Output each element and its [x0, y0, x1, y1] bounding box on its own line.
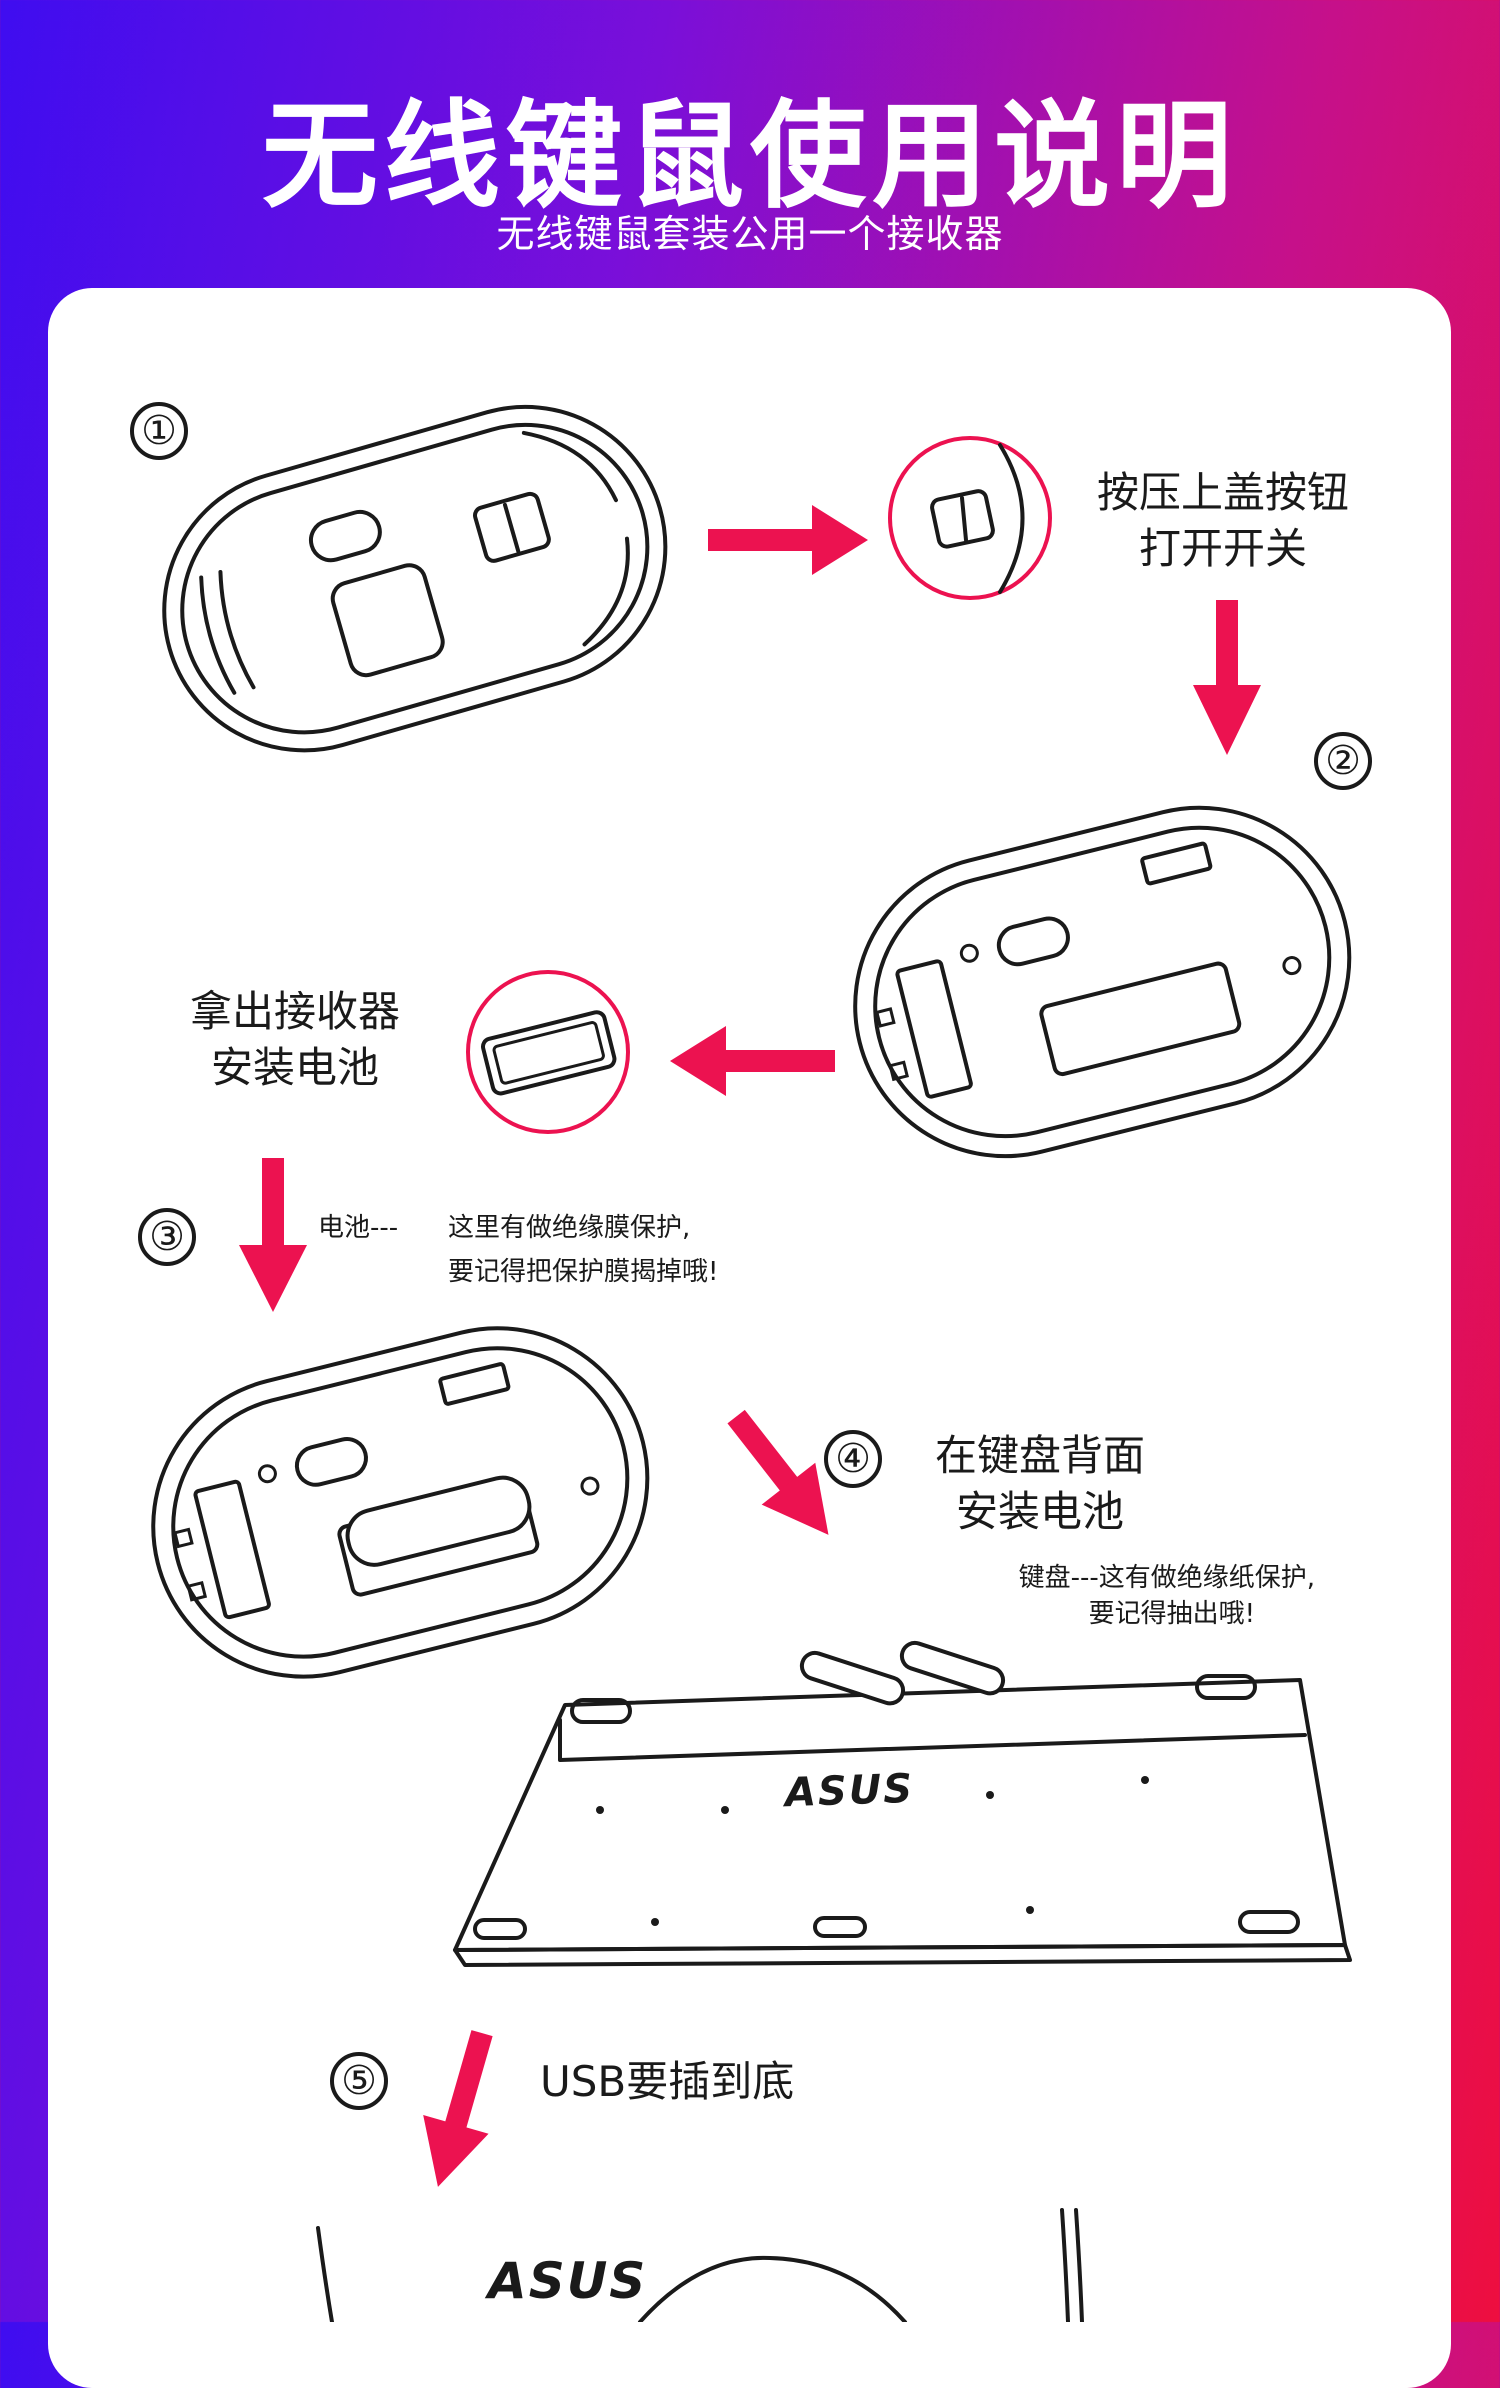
step-2-text: 拿出接收器 安装电池: [155, 984, 435, 1096]
instruction-illustrations: .ln { fill: none; stroke: #1a1a1a; strok…: [0, 0, 1500, 2322]
usb-receiver-illustration: [318, 2210, 1082, 2322]
step-3-number: ③: [138, 1208, 196, 1266]
step-3-note: 这里有做绝缘膜保护, 要记得把保护膜揭掉哦!: [448, 1210, 718, 1290]
arrow-right-step1: [708, 505, 868, 575]
step-5-text: USB要插到底: [540, 2054, 794, 2110]
mouse-bottom-step1: [131, 374, 698, 784]
step-4-text: 在键盘背面 安装电池: [905, 1428, 1175, 1540]
mouse-battery-step3: [121, 1296, 679, 1708]
step-4-number: ④: [824, 1430, 882, 1488]
arrow-diagonal-step5: [405, 2024, 514, 2197]
step-4-line-1: 在键盘背面: [905, 1428, 1175, 1484]
step-3-note-line-1: 这里有做绝缘膜保护,: [448, 1210, 718, 1246]
step-5-number: ⑤: [330, 2052, 388, 2110]
step-3-note-label: 电池---: [318, 1210, 398, 1246]
step-1-number: ①: [130, 402, 188, 460]
step-4-line-2: 安装电池: [905, 1484, 1175, 1540]
step-1-text: 按压上盖按钮 打开开关: [1068, 465, 1378, 577]
step-1-line-1: 按压上盖按钮: [1068, 465, 1378, 521]
step-1-line-2: 打开开关: [1068, 521, 1378, 577]
asus-logo-keyboard: ASUS: [784, 1766, 915, 1816]
asus-logo-receiver: ASUS: [488, 2252, 647, 2310]
receiver-zoom-circle: [468, 972, 628, 1132]
arrow-down-step1: [1193, 600, 1261, 755]
mouse-open-step2: [823, 776, 1381, 1188]
step-4-note-line-1: 键盘---这有做绝缘纸保护,: [935, 1560, 1315, 1596]
step-4-note-line-2: 要记得抽出哦!: [935, 1596, 1315, 1632]
step-2-number: ②: [1314, 732, 1372, 790]
switch-zoom-circle: [890, 438, 1050, 598]
step-2-line-2: 安装电池: [155, 1040, 435, 1096]
arrow-down-step2: [239, 1158, 307, 1312]
arrow-left-step2: [670, 1026, 835, 1096]
step-3-note-line-2: 要记得把保护膜揭掉哦!: [448, 1254, 718, 1290]
step-2-line-1: 拿出接收器: [155, 984, 435, 1040]
step-4-note: 键盘---这有做绝缘纸保护, 要记得抽出哦!: [935, 1560, 1315, 1632]
